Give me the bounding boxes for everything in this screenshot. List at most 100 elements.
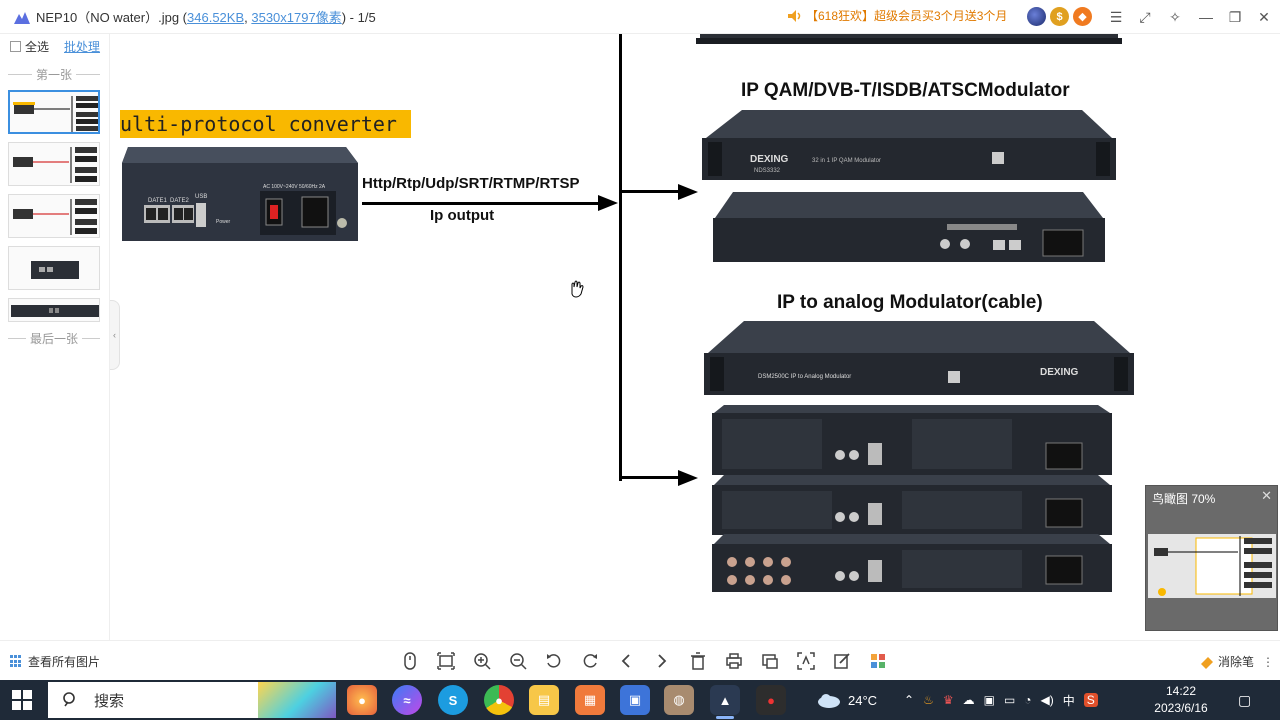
coin-icon[interactable]: $	[1050, 7, 1069, 26]
thumbnail-3-image	[13, 199, 97, 235]
analog-modulator-back-2	[712, 475, 1112, 535]
analog-modulator-back-3	[712, 534, 1112, 592]
taskbar-clock[interactable]: 14:22 2023/6/16	[1143, 683, 1219, 717]
taskbar-recorder-icon[interactable]: ●	[756, 685, 786, 715]
close-icon[interactable]: ✕	[1258, 8, 1270, 25]
zoom-in-icon[interactable]	[470, 649, 494, 673]
mouse-mode-icon[interactable]	[398, 649, 422, 673]
promo-banner[interactable]: 【618狂欢】超级会员买3个月送3个月	[786, 7, 1007, 24]
tray-wps-icon[interactable]: S	[1083, 693, 1098, 707]
taskbar-chrome-icon[interactable]: ●	[484, 685, 514, 715]
vip-icon[interactable]: ◆	[1073, 7, 1092, 26]
ip-output-label: Ip output	[430, 207, 495, 224]
qam-modulator-front: DEXING NDS3332 32 in 1 IP QAM Modulator	[702, 110, 1116, 180]
qam-desc-text: 32 in 1 IP QAM Modulator	[812, 158, 881, 164]
tray-cloud-icon[interactable]: ☁	[962, 693, 975, 707]
file-dimensions-link[interactable]: 3530x1797像素	[251, 10, 342, 25]
branch-line-lower	[619, 476, 685, 479]
thumbnail-3[interactable]	[8, 194, 100, 238]
hand-cursor-icon	[571, 280, 584, 298]
rotate-left-icon[interactable]	[542, 649, 566, 673]
taskbar-app-orange-icon[interactable]: ▦	[575, 685, 605, 715]
weather-widget[interactable]: 24°C	[816, 680, 877, 720]
taskbar-firefox-icon[interactable]: ●	[347, 685, 377, 715]
taskbar-skype-icon[interactable]: S	[438, 685, 468, 715]
search-highlight-image	[258, 682, 336, 718]
birdeye-panel[interactable]: 鸟瞰图 70% ✕	[1145, 485, 1278, 631]
converter-port-1-label: DATE1	[148, 198, 168, 204]
fullscreen-icon[interactable]: ⤢	[1139, 8, 1151, 25]
sidebar-collapse-handle[interactable]: ‹	[110, 300, 120, 370]
rotate-right-icon[interactable]	[578, 649, 602, 673]
batch-process-link[interactable]: 批处理	[64, 40, 101, 54]
branch-upper-arrowhead-icon	[678, 184, 698, 200]
apps-icon[interactable]	[866, 649, 890, 673]
image-canvas: ulti-protocol converter DATE1 DATE2 USB …	[120, 34, 1280, 640]
avatar-icon[interactable]	[1027, 7, 1046, 26]
clock-date: 2023/6/16	[1154, 701, 1208, 715]
converter-port-2-label: DATE2	[170, 198, 190, 204]
taskbar-image-viewer-icon[interactable]: ▲	[710, 685, 740, 719]
output-arrowhead-icon	[598, 195, 618, 211]
tray-app-icon[interactable]: ♨	[923, 693, 934, 707]
qam-modulator-back	[713, 192, 1105, 262]
thumbnail-2[interactable]	[8, 142, 100, 186]
eraser-pen-button[interactable]: 消除笔 ⋮	[1200, 653, 1274, 670]
tray-wifi-icon[interactable]: ◔	[1024, 693, 1032, 707]
select-all-label: 全选	[25, 40, 50, 54]
qam-brand-text: DEXING	[750, 154, 789, 165]
taskbar-search-box[interactable]: 搜索	[48, 682, 336, 718]
taskbar-photo-app-icon[interactable]: ◍	[664, 685, 694, 715]
windows-start-icon[interactable]	[12, 690, 32, 710]
taskbar-messenger-icon[interactable]: ≈	[392, 685, 422, 715]
birdeye-preview[interactable]	[1148, 534, 1276, 598]
more-options-icon[interactable]: ⋮	[1262, 654, 1275, 669]
previous-icon[interactable]	[614, 649, 638, 673]
system-tray: ⌃ ♨ ♛ ☁ ▣ ▭ ◔ ◀) 中 S	[904, 680, 1098, 720]
edit-icon[interactable]	[830, 649, 854, 673]
screenshot-icon[interactable]	[758, 649, 782, 673]
converter-usb-label: USB	[195, 194, 207, 200]
minimize-icon[interactable]: —	[1199, 9, 1213, 25]
fit-screen-icon[interactable]	[434, 649, 458, 673]
tray-battery-icon[interactable]: ▭	[1003, 693, 1016, 707]
taskbar-app-blue-icon[interactable]: ▣	[620, 685, 650, 715]
promo-text: 【618狂欢】超级会员买3个月送3个月	[806, 9, 1008, 23]
select-all-checkbox[interactable]	[10, 41, 21, 52]
birdeye-close-icon[interactable]: ✕	[1261, 488, 1272, 503]
tray-volume-icon[interactable]: ◀)	[1040, 693, 1054, 707]
analog-modulator-heading: IP to analog Modulator(cable)	[777, 292, 1043, 313]
menu-icon[interactable]: ☰	[1109, 8, 1123, 25]
ime-indicator[interactable]: 中	[1062, 693, 1075, 708]
analog-desc-text: DSM2500C IP to Analog Modulator	[758, 374, 851, 380]
qam-model-text: NDS3332	[754, 168, 781, 174]
tray-expand-icon[interactable]: ⌃	[904, 693, 915, 707]
branch-line-upper	[619, 190, 685, 193]
tray-app2-icon[interactable]: ♛	[942, 693, 954, 707]
scan-icon[interactable]	[794, 649, 818, 673]
thumbnail-5[interactable]	[8, 298, 100, 322]
rack-device-top-partial	[696, 34, 1122, 44]
thumbnail-sidebar: 全选 批处理 第一张	[0, 34, 110, 640]
view-all-images-button[interactable]: 查看所有图片	[10, 653, 100, 670]
zoom-out-icon[interactable]	[506, 649, 530, 673]
eraser-label: 消除笔	[1218, 655, 1255, 669]
thumbnail-1[interactable]	[8, 90, 100, 134]
analog-modulator-back-1	[712, 405, 1112, 475]
notification-icon[interactable]: ▢	[1238, 691, 1252, 708]
converter-banner: ulti-protocol converter	[120, 110, 411, 138]
tray-monitor-icon[interactable]: ▣	[983, 693, 995, 707]
next-icon[interactable]	[650, 649, 674, 673]
first-image-label: 第一张	[36, 68, 73, 82]
print-icon[interactable]	[722, 649, 746, 673]
grid-icon	[10, 655, 23, 668]
thumbnail-4[interactable]	[8, 246, 100, 290]
restore-icon[interactable]: ❐	[1228, 8, 1242, 25]
taskbar-explorer-icon[interactable]: ▤	[529, 685, 559, 715]
last-image-separator: 最后一张	[8, 330, 101, 347]
file-size-link[interactable]: 346.52KB	[187, 10, 245, 25]
pin-icon[interactable]: ✧	[1169, 8, 1181, 25]
clock-time: 14:22	[1165, 684, 1197, 698]
select-all[interactable]: 全选	[10, 38, 49, 55]
delete-icon[interactable]	[686, 649, 710, 673]
